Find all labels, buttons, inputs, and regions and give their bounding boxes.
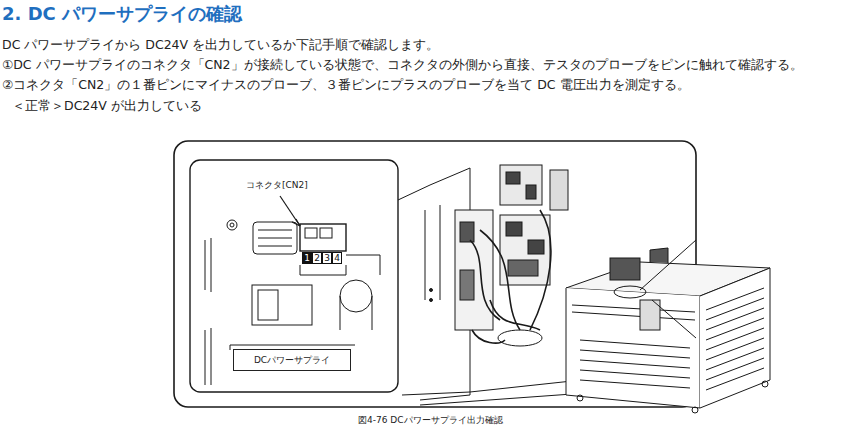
figure-caption: 図4-76 DCパワーサプライ出力確認: [358, 415, 503, 426]
result-text: ＜正常＞DC24V が出力している: [12, 98, 202, 113]
pin-number: 1: [302, 252, 312, 264]
step-text: ②コネクタ「CN2」の１番ピンにマイナスのプローブ、３番ピンにプラスのプローブを…: [2, 77, 690, 92]
box-label: DCパワーサプライ: [254, 354, 330, 367]
part-name: コネクタ[CN2]: [246, 180, 308, 191]
section-title: 2. DC パワーサプライの確認: [2, 3, 242, 25]
body-text: DC パワーサプライから DC24V を出力しているか下記手順で確認します。: [2, 37, 439, 52]
step-text: ①DC パワーサプライのコネクタ「CN2」が接続している状態で、コネクタの外側か…: [2, 57, 803, 72]
inset-frame: [190, 160, 398, 392]
pin-number: 2: [312, 252, 322, 264]
label-box: DCパワーサプライ: [233, 349, 351, 371]
power-supply-detail: [205, 196, 380, 385]
pin-number: 3: [322, 252, 332, 264]
chiller-unit: [566, 240, 770, 413]
pin-number: 4: [332, 252, 342, 264]
